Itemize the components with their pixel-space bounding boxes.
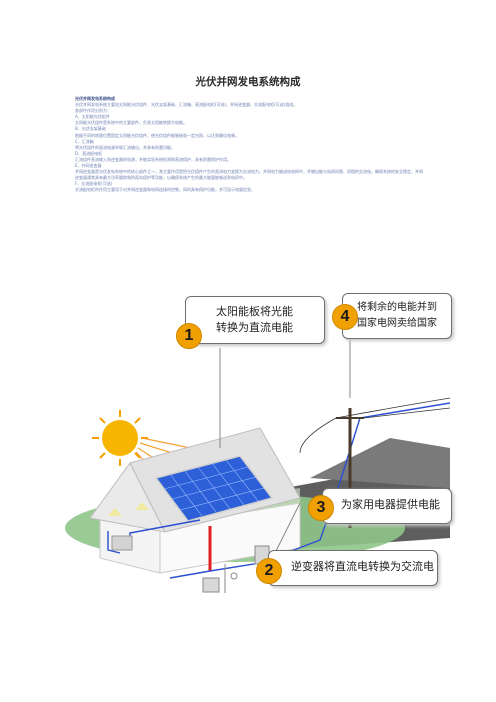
- callout-3: 为家用电器提供电能: [322, 488, 452, 524]
- paragraph: B、光伏支架基础: [75, 126, 106, 132]
- pv-system-diagram: 太阳能板将光能 转换为直流电能 1 将剩余的电能并到 国家电网卖给国家 4 为家…: [60, 288, 452, 598]
- lamp-icon: [108, 508, 122, 516]
- paragraph: F、交流配电柜(可选): [75, 181, 113, 187]
- paragraph: 根据不同的地理位置固定太阳能光伏组件，使光伏组件能够接收一定光照，以达到最佳效果…: [75, 132, 239, 138]
- paragraph: C、汇流箱: [75, 138, 94, 144]
- step-badge-3: 3: [308, 495, 334, 521]
- callout-text: 国家电网卖给国家: [357, 318, 437, 329]
- callout-1: 太阳能板将光能 转换为直流电能: [185, 296, 325, 344]
- callout-4: 将剩余的电能并到 国家电网卖给国家: [342, 293, 452, 339]
- step-badge-2: 2: [256, 558, 282, 584]
- callout-text: 将剩余的电能并到: [357, 302, 437, 313]
- callout-text: 转换为直流电能: [216, 321, 293, 334]
- paragraph: A、太阳能光伏组件: [75, 114, 110, 120]
- lamp-icon: [135, 502, 149, 510]
- page-title: 光伏并网发电系统构成: [195, 76, 301, 88]
- appliance-icon: [111, 535, 133, 551]
- switch-icon: [230, 572, 238, 580]
- paragraph: 太阳能光伏组件是系统中的主要部件，负责太阳能转换为电能。: [75, 120, 187, 126]
- callout-text: 太阳能板将光能: [216, 305, 293, 318]
- paragraph: D、直流配电柜: [75, 150, 103, 156]
- solar-panel-icon: [154, 455, 274, 522]
- paragraph: E、并网逆变器: [75, 163, 102, 169]
- power-lines: [299, 397, 451, 454]
- paragraph: 各部件作用分别为：: [75, 108, 111, 114]
- paragraph: 汇流组件直流输入到逆变器的电源，并能实现系统检测和直流保护，具有防雷保护作用。: [75, 156, 231, 162]
- document-body: 光伏并网发电系统构成 光伏并网发电系统主要由太阳能光伏组件、光伏支架基础、汇流箱…: [75, 96, 425, 194]
- paragraph: 并网逆变器是光伏发电系统中的核心部件之一，其主要作用是把光伏组件产生的直流电力变…: [75, 169, 423, 181]
- callout-text: 逆变器将直流电转换为交流电: [291, 560, 434, 573]
- sun-icon: [92, 410, 148, 466]
- callout-2: 逆变器将直流电转换为交流电: [268, 550, 438, 586]
- inverter-box: [202, 577, 220, 593]
- paragraph: 将光伏组件的直流电源并联汇流输出，并具有防雷功能。: [75, 144, 175, 150]
- callout-leaders: [219, 328, 351, 598]
- step-badge-1: 1: [176, 323, 202, 349]
- callout-text: 为家用电器提供电能: [341, 498, 440, 511]
- paragraph: 交流配电柜的作用主要用于对并网逆变器和电网连接的控制，同时具有保护功能，并可显示…: [75, 187, 255, 193]
- paragraph: 光伏并网发电系统主要由太阳能光伏组件、光伏支架基础、汇流箱、直流配电柜(可选)、…: [75, 102, 298, 108]
- step-badge-4: 4: [332, 304, 358, 330]
- mountain-shape: [310, 438, 450, 488]
- section-heading: 光伏并网发电系统构成: [75, 96, 115, 101]
